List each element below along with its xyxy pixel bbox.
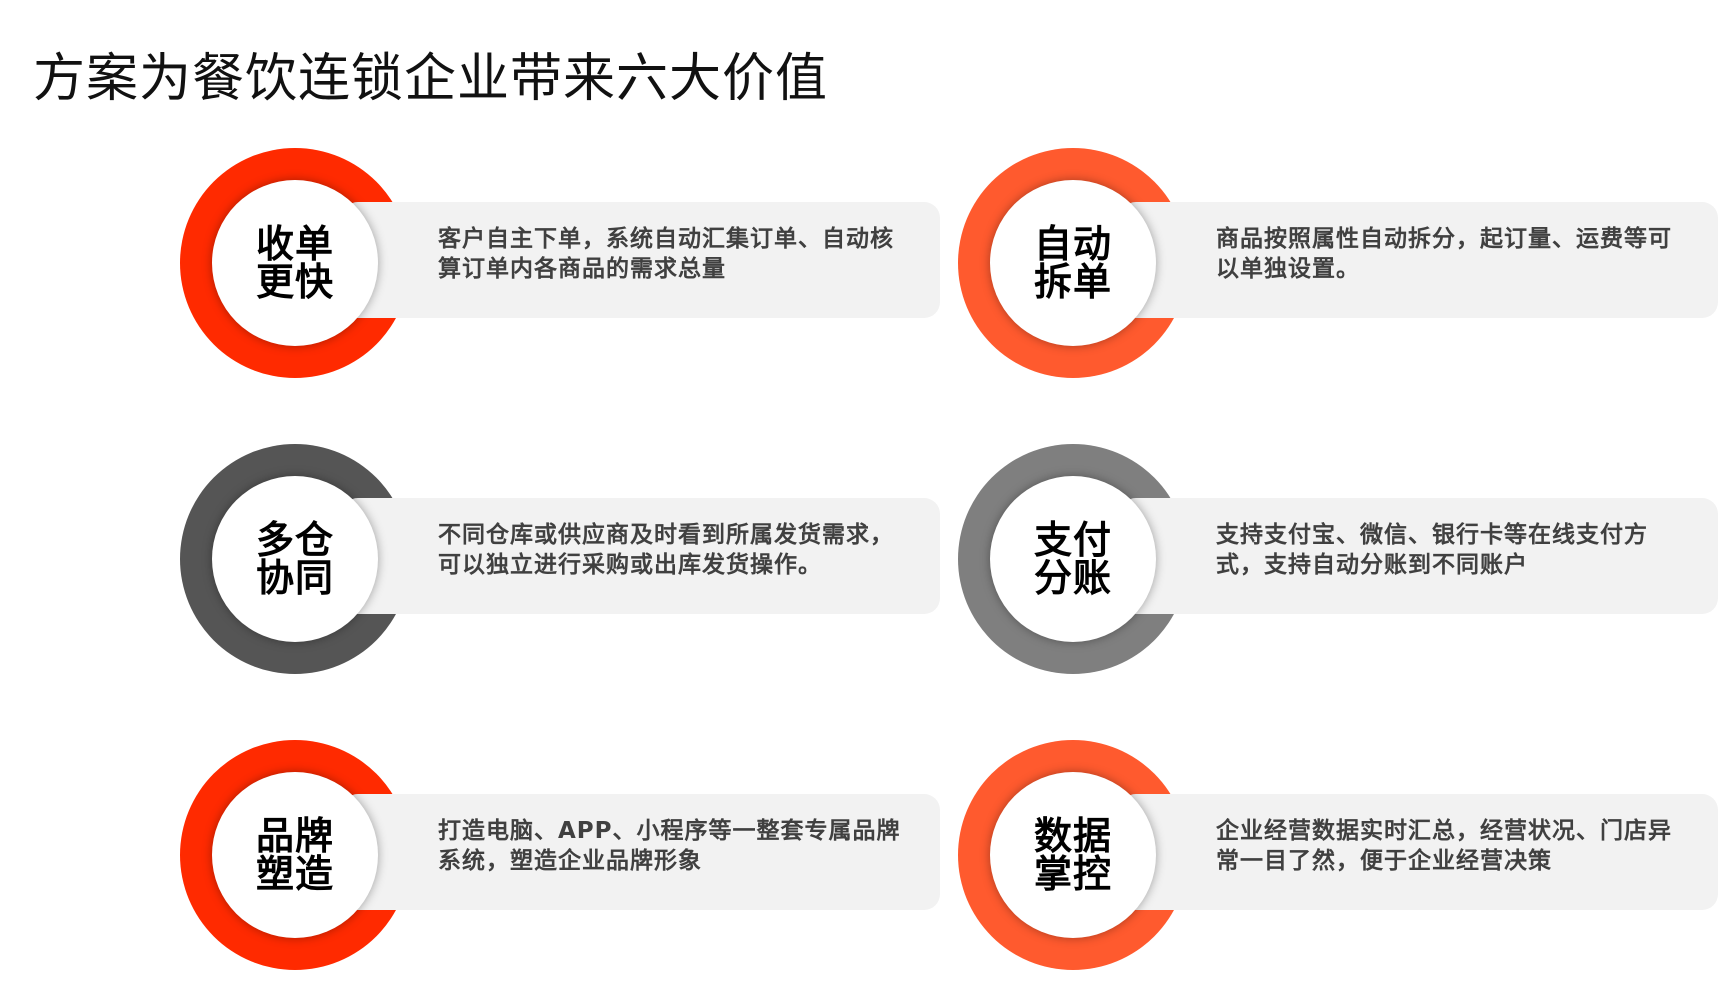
value-description: 企业经营数据实时汇总，经营状况、门店异常一目了然，便于企业经营决策 (1216, 818, 1672, 874)
value-label-line1: 多仓 (255, 518, 334, 562)
ring-icon: 收单 更快 (180, 148, 410, 378)
value-label-line2: 更快 (255, 260, 334, 304)
value-label: 多仓 协同 (256, 521, 334, 597)
ring-center: 数据 掌控 (990, 772, 1156, 938)
value-label-line2: 分账 (1033, 556, 1112, 600)
value-description: 商品按照属性自动拆分，起订量、运费等可以单独设置。 (1216, 226, 1672, 282)
value-description-card: 客户自主下单，系统自动汇集订单、自动核算订单内各商品的需求总量 (342, 202, 940, 318)
value-label-line1: 数据 (1033, 814, 1112, 858)
value-description: 打造电脑、APP、小程序等一整套专属品牌系统，塑造企业品牌形象 (438, 818, 901, 874)
value-label-line1: 自动 (1033, 222, 1112, 266)
value-label-line2: 塑造 (255, 852, 334, 896)
value-label-line1: 收单 (255, 222, 334, 266)
value-label-line2: 协同 (255, 556, 334, 600)
ring-center: 支付 分账 (990, 476, 1156, 642)
value-description-card: 商品按照属性自动拆分，起订量、运费等可以单独设置。 (1120, 202, 1718, 318)
value-label: 品牌 塑造 (256, 817, 334, 893)
value-description-card: 支持支付宝、微信、银行卡等在线支付方式，支持自动分账到不同账户 (1120, 498, 1718, 614)
value-label: 支付 分账 (1034, 521, 1112, 597)
value-description: 不同仓库或供应商及时看到所属发货需求，可以独立进行采购或出库发货操作。 (438, 522, 894, 578)
ring-icon: 支付 分账 (958, 444, 1188, 674)
value-item-payment-split: 支付 分账 支持支付宝、微信、银行卡等在线支付方式，支持自动分账到不同账户 (958, 444, 1718, 674)
page-title: 方案为餐饮连锁企业带来六大价值 (33, 49, 829, 109)
value-description: 支持支付宝、微信、银行卡等在线支付方式，支持自动分账到不同账户 (1216, 522, 1648, 578)
value-description-card: 打造电脑、APP、小程序等一整套专属品牌系统，塑造企业品牌形象 (342, 794, 940, 910)
value-item-auto-split: 自动 拆单 商品按照属性自动拆分，起订量、运费等可以单独设置。 (958, 148, 1718, 378)
ring-center: 品牌 塑造 (212, 772, 378, 938)
value-label: 自动 拆单 (1034, 225, 1112, 301)
ring-icon: 自动 拆单 (958, 148, 1188, 378)
ring-center: 自动 拆单 (990, 180, 1156, 346)
ring-center: 收单 更快 (212, 180, 378, 346)
value-label-line1: 品牌 (255, 814, 334, 858)
value-label-line1: 支付 (1033, 518, 1112, 562)
value-item-data-control: 数据 掌控 企业经营数据实时汇总，经营状况、门店异常一目了然，便于企业经营决策 (958, 740, 1718, 970)
value-description-card: 企业经营数据实时汇总，经营状况、门店异常一目了然，便于企业经营决策 (1120, 794, 1718, 910)
ring-icon: 品牌 塑造 (180, 740, 410, 970)
value-label-line2: 掌控 (1033, 852, 1112, 896)
value-label: 收单 更快 (256, 225, 334, 301)
ring-icon: 数据 掌控 (958, 740, 1188, 970)
value-item-multi-warehouse: 多仓 协同 不同仓库或供应商及时看到所属发货需求，可以独立进行采购或出库发货操作… (180, 444, 940, 674)
value-label: 数据 掌控 (1034, 817, 1112, 893)
value-label-line2: 拆单 (1033, 260, 1112, 304)
value-item-fast-ordering: 收单 更快 客户自主下单，系统自动汇集订单、自动核算订单内各商品的需求总量 (180, 148, 940, 378)
ring-center: 多仓 协同 (212, 476, 378, 642)
value-description-card: 不同仓库或供应商及时看到所属发货需求，可以独立进行采购或出库发货操作。 (342, 498, 940, 614)
value-description: 客户自主下单，系统自动汇集订单、自动核算订单内各商品的需求总量 (438, 226, 894, 282)
value-item-brand-building: 品牌 塑造 打造电脑、APP、小程序等一整套专属品牌系统，塑造企业品牌形象 (180, 740, 940, 970)
ring-icon: 多仓 协同 (180, 444, 410, 674)
